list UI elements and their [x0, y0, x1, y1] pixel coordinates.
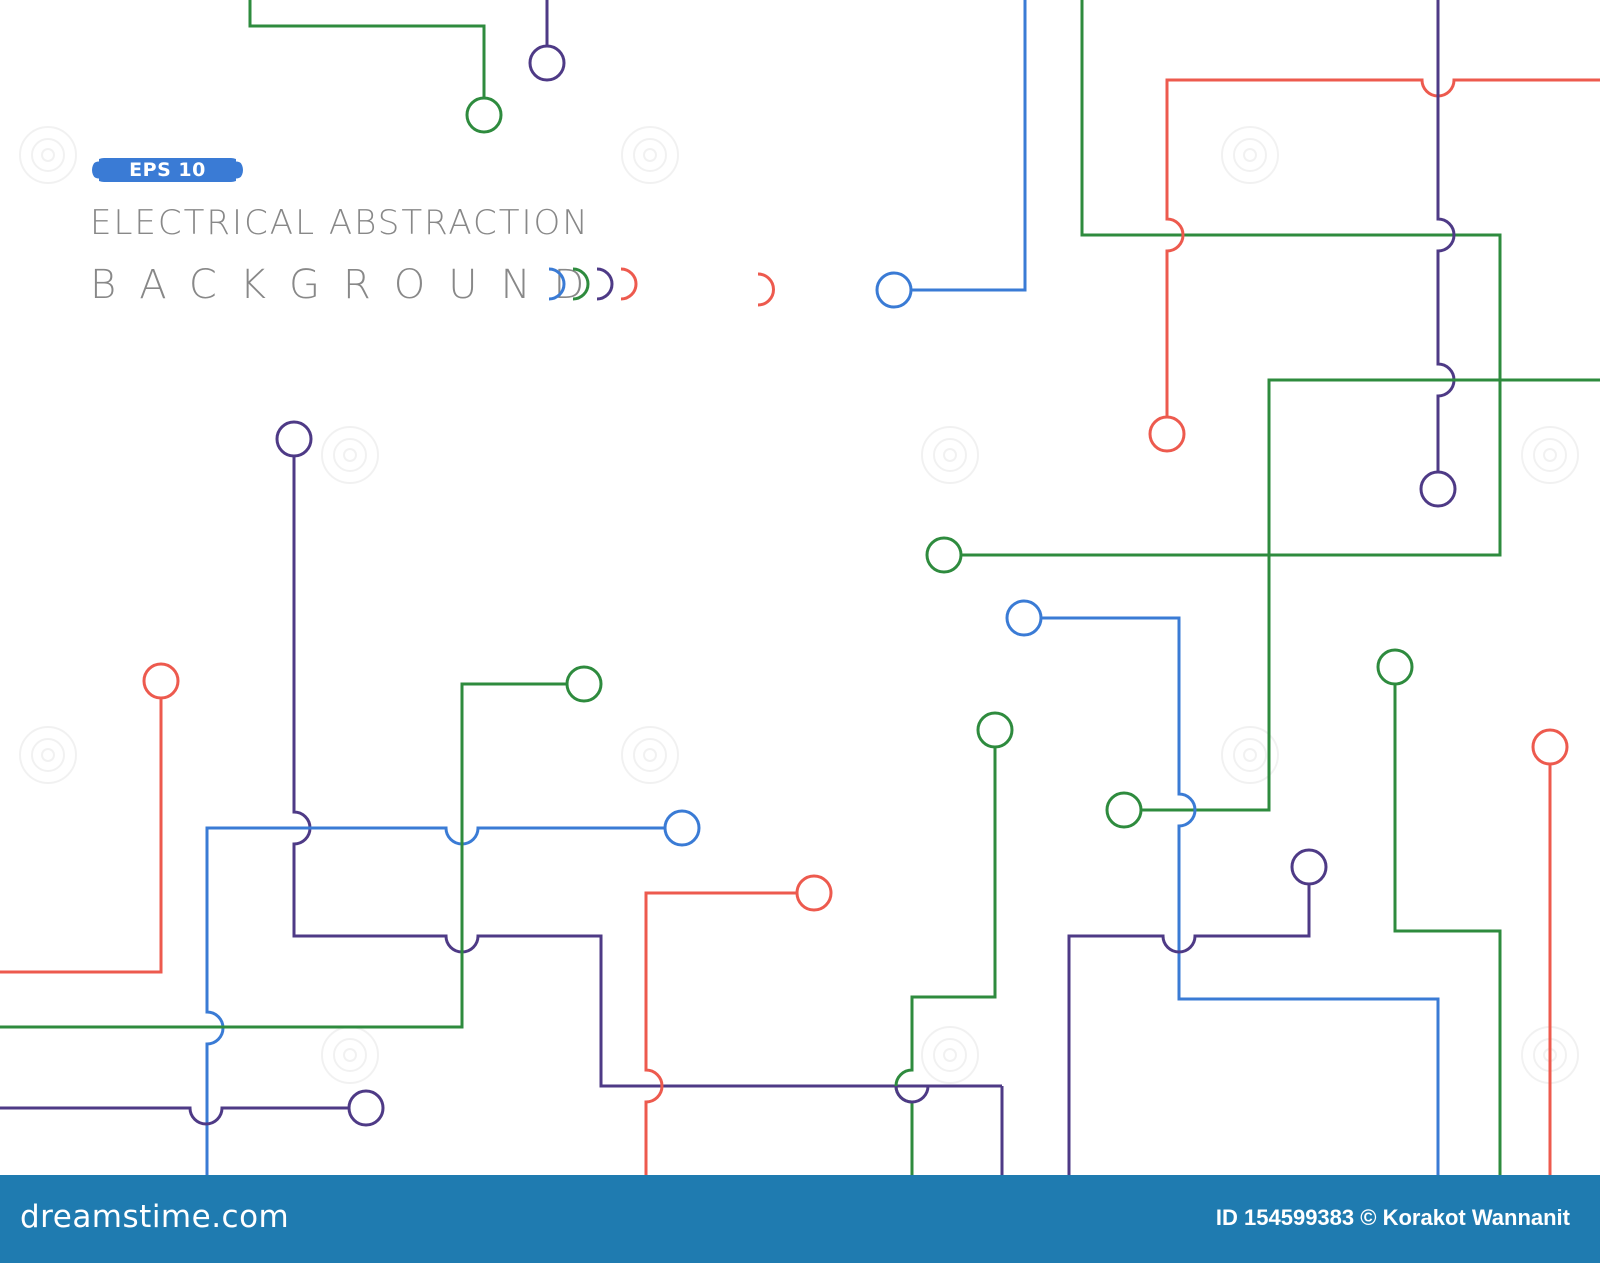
node-green-bottom [976, 711, 1014, 749]
trace-green-farright [1393, 684, 1502, 1175]
trace-purple-left [292, 456, 1002, 1088]
trace-green-topright [961, 0, 1502, 557]
half-circle-arc-icons [548, 267, 638, 301]
node-blue-right [1005, 599, 1043, 637]
footer-bar: dreamstime.com ID 154599383 © Korakot Wa… [0, 1175, 1600, 1263]
heading-line1: ELECTRICAL ABSTRACTION [90, 203, 590, 243]
footer-image-id: ID 154599383 [1215, 1205, 1355, 1230]
node-green-farright [1376, 648, 1414, 686]
trace-purple-bottomleft [0, 1106, 349, 1126]
node-red-topright [1148, 415, 1186, 453]
trace-blue-right [1041, 616, 1440, 1175]
node-purple-left [275, 420, 313, 458]
node-green-right [1105, 791, 1143, 829]
node-purple-topright [1419, 470, 1457, 508]
footer-author: © Korakot Wannanit [1360, 1205, 1570, 1230]
trace-green-right [1141, 378, 1600, 812]
trace-red-bottom [644, 891, 797, 1175]
node-purple-bottomleft [347, 1089, 385, 1127]
node-green-top [465, 96, 503, 134]
node-blue-left [663, 809, 701, 847]
trace-blue-top [911, 0, 1027, 292]
node-purple-top [528, 44, 566, 82]
node-green-left [565, 665, 603, 703]
trace-red-topright [1165, 78, 1600, 417]
trace-green-left [0, 682, 567, 1029]
trace-purple-topright [1436, 0, 1456, 472]
trace-purple-right [1067, 884, 1311, 1175]
eps-badge-label: EPS 10 [129, 159, 206, 181]
footer-site[interactable]: dreamstime.com [20, 1199, 290, 1235]
node-purple-right [1290, 848, 1328, 886]
node-green-mid [925, 536, 963, 574]
eps-badge: EPS 10 [90, 156, 245, 184]
node-red-left [142, 662, 180, 700]
arc-red-orphan [757, 272, 775, 307]
circuit-artwork [0, 0, 1600, 1175]
node-red-farright [1531, 728, 1569, 766]
heading-line2: BACKGROUND [90, 262, 608, 308]
trace-red-left [0, 698, 163, 974]
trace-green-top [248, 0, 486, 97]
trace-blue-left [205, 826, 665, 1175]
arc-purple-bottom [894, 1085, 930, 1104]
node-blue-top [875, 271, 913, 309]
footer-credit: ID 154599383 © Korakot Wannanit [1216, 1205, 1570, 1231]
trace-green-bottom [894, 747, 997, 1175]
node-red-bottom [795, 874, 833, 912]
